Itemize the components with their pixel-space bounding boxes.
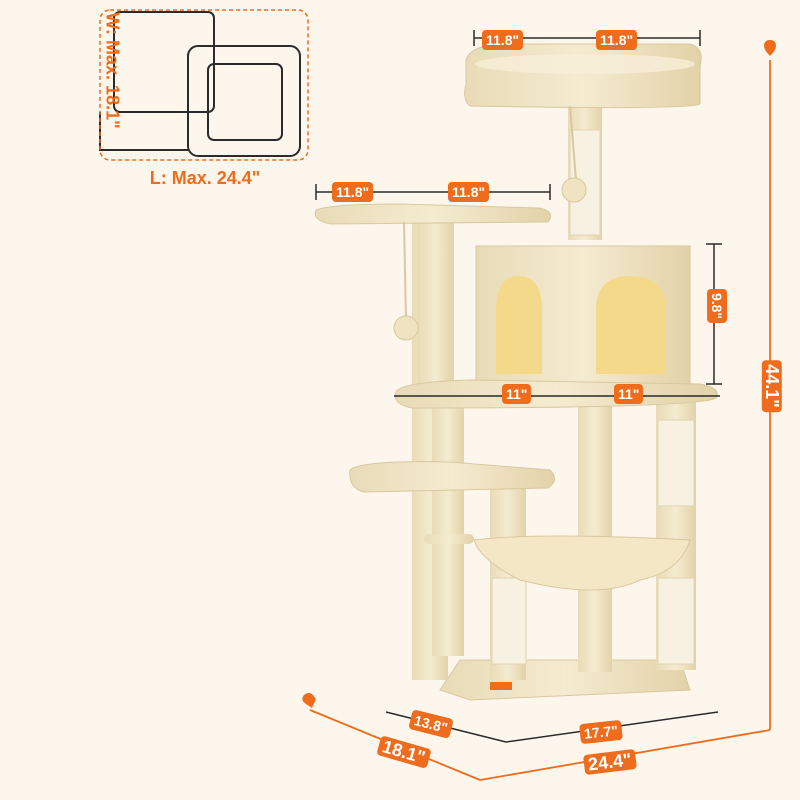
- post-2: [432, 386, 464, 656]
- top-perch-right-dim: 11.8": [596, 30, 638, 50]
- sisal-2: [657, 419, 695, 507]
- upper-left-perch: [314, 203, 552, 225]
- bed-width-label: W: Max. 18.1": [102, 12, 123, 129]
- post-upper: [418, 215, 454, 385]
- base-board: [439, 659, 691, 701]
- heart-icon-top: [764, 40, 776, 56]
- mid-perch-right-dim: 11.8": [448, 182, 490, 202]
- condo-right-dim: 11": [614, 384, 644, 404]
- sisal-3: [657, 577, 695, 665]
- heart-icon-left: [302, 693, 316, 708]
- toy-ball-2: [561, 177, 587, 203]
- toy-ball-1: [393, 315, 419, 341]
- top-perch-left-dim: 11.8": [482, 30, 524, 50]
- condo-platform: [394, 379, 718, 409]
- sisal-4: [491, 577, 527, 665]
- condo-door-left: [496, 276, 542, 374]
- bed-outline: [99, 9, 309, 161]
- hammock: [473, 535, 691, 591]
- middle-perch: [349, 461, 555, 493]
- bed-length-label: L: Max. 24.4": [149, 168, 261, 188]
- condo-left-dim: 11": [502, 384, 532, 404]
- total-height-dim: 44.1": [761, 360, 782, 412]
- condo-height-dim: 9.8": [707, 288, 728, 324]
- brand-tag: [490, 682, 512, 690]
- condo-door-right: [596, 276, 666, 374]
- post-4: [578, 392, 612, 672]
- bed-sketch: [99, 11, 301, 157]
- mid-perch-left-dim: 11.8": [332, 182, 374, 202]
- top-perch: [464, 43, 702, 109]
